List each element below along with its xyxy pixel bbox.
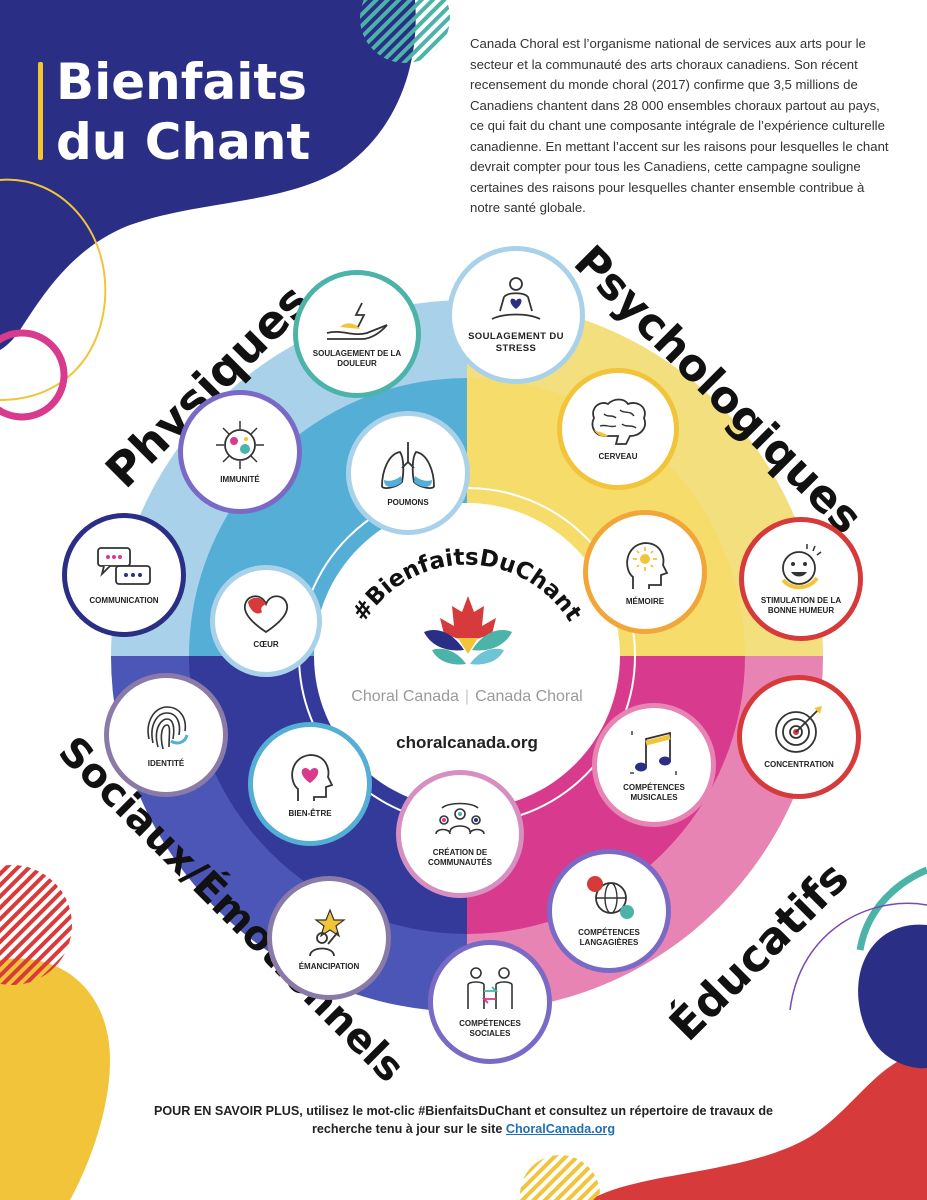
benefit-community: Création de communautés	[396, 770, 524, 898]
title-line-2: du Chant	[56, 113, 311, 171]
benefit-label: Compétences langagières	[578, 928, 640, 947]
title-line-1: Bienfaits	[56, 53, 308, 111]
footer-lead: POUR EN SAVOIR PLUS,	[153, 1104, 303, 1118]
globe-chat-icon	[587, 876, 634, 919]
gold-striped-circle	[520, 1155, 600, 1200]
brain-icon	[591, 398, 646, 445]
benefit-memory: Mémoire	[583, 510, 707, 634]
intro-paragraph: Canada Choral est l’organisme national d…	[470, 36, 889, 215]
head-heart-icon	[291, 754, 334, 801]
smiley-icon	[781, 544, 822, 590]
head-idea-icon	[626, 542, 669, 589]
benefit-label: Bien-être	[288, 809, 332, 818]
brand-french: Canada Choral	[475, 688, 583, 705]
page-title: Bienfaits du Chant	[56, 52, 310, 172]
hand-lightning-icon	[326, 302, 388, 340]
benefit-communication: Communication	[62, 513, 186, 637]
benefit-concentration: Concentration	[737, 675, 861, 799]
benefit-label: Immunité	[220, 475, 260, 484]
community-icon	[435, 802, 485, 835]
gold-blob	[0, 958, 110, 1200]
red-blob	[590, 1050, 927, 1200]
benefit-label: Poumons	[387, 498, 429, 507]
benefit-pain-relief: Soulagement de la douleur	[293, 270, 421, 398]
footer-note: POUR EN SAVOIR PLUS, utilisez le mot-cli…	[150, 1102, 777, 1138]
brand-separator: |	[464, 688, 470, 705]
benefit-label: Identité	[147, 759, 185, 768]
people-exchange-icon	[467, 967, 513, 1009]
benefit-heart: Cœur	[210, 565, 322, 677]
lungs-icon	[381, 442, 435, 489]
benefit-label: Soulagement de la douleur	[312, 349, 402, 368]
benefit-empowerment: Émancipation	[267, 876, 391, 1000]
benefit-label: Cœur	[253, 640, 279, 649]
footer-link[interactable]: ChoralCanada.org	[505, 1122, 616, 1136]
benefit-lungs: Poumons	[346, 411, 470, 535]
benefit-label: Cerveau	[598, 452, 638, 461]
heart-icon	[244, 595, 288, 634]
teal-arc	[856, 866, 927, 951]
benefit-label: Mémoire	[625, 597, 665, 606]
benefit-stress-relief: Soulagement du stress	[447, 246, 585, 384]
benefit-musical-skills: Compétences musicales	[592, 703, 716, 827]
benefit-identity: Identité	[104, 673, 228, 797]
benefit-label: Émancipation	[298, 962, 360, 971]
person-star-icon	[309, 908, 346, 957]
footer-text: utilisez le mot-clic #BienfaitsDuChant e…	[306, 1104, 774, 1136]
benefit-label: Communication	[89, 596, 159, 605]
benefit-social-skills: Compétences sociales	[428, 940, 552, 1064]
title-accent-bar	[38, 62, 43, 160]
pink-ring	[0, 329, 68, 421]
navy-blob	[0, 0, 416, 350]
benefit-language-skills: Compétences langagières	[547, 849, 671, 973]
benefit-label: Concentration	[764, 760, 834, 769]
benefit-immunity: Immunité	[178, 390, 302, 514]
website-label: choralcanada.org	[396, 733, 538, 752]
brand-english: Choral Canada	[351, 688, 459, 705]
benefit-label: Soulagement du stress	[468, 331, 564, 354]
fingerprint-icon	[147, 706, 189, 750]
cell-icon	[216, 421, 264, 469]
benefit-mood: Stimulation de la bonne humeur	[739, 517, 863, 641]
navy-blob-right	[858, 924, 927, 1069]
music-note-icon	[630, 731, 677, 775]
teal-striped-circle	[360, 0, 450, 63]
maple-leaf-logo	[424, 596, 512, 665]
gold-arc	[0, 178, 107, 401]
benefit-label: Création de communautés	[428, 848, 492, 867]
target-icon	[775, 706, 822, 753]
speech-bubbles-icon	[97, 547, 151, 585]
benefit-label: Compétences musicales	[623, 783, 685, 802]
purple-arc	[789, 902, 927, 1011]
meditation-heart-icon	[491, 277, 541, 320]
benefit-brain: Cerveau	[557, 368, 679, 490]
benefit-wellbeing: Bien-être	[248, 722, 372, 846]
brand-names: Choral Canada | Canada Choral	[314, 688, 620, 706]
red-striped-circle	[0, 865, 72, 985]
benefit-label: Stimulation de la bonne humeur	[760, 596, 842, 615]
benefit-label: Compétences sociales	[459, 1019, 521, 1038]
